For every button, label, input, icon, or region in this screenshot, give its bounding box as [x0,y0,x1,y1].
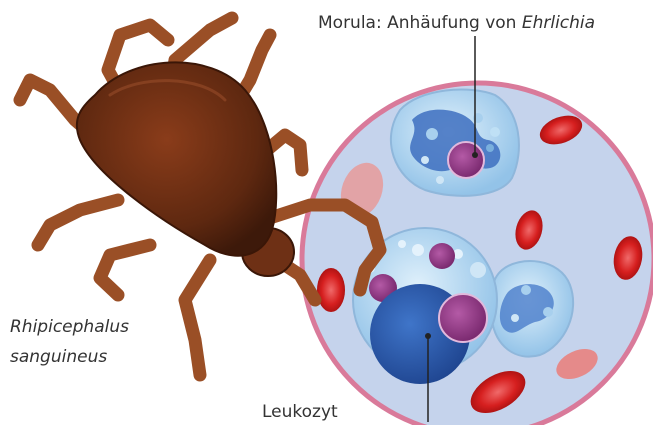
leukocyte-leader-dot [425,333,431,339]
species-label-epithet: sanguineus [10,346,129,368]
morula-leader-dot [472,152,478,158]
morula-label: Morula: Anhäufung von Ehrlichia [318,12,595,34]
morula-small [429,243,455,269]
leukocyte-label: Leukozyt [262,401,338,423]
morula-label-genus: Ehrlichia [522,13,595,33]
species-label: Rhipicephalus sanguineus [10,316,129,368]
tick-body [77,62,276,255]
leukocyte-upper [391,90,519,196]
blood-sample-circle [302,83,653,425]
species-label-genus: Rhipicephalus [10,316,129,338]
morula-label-prefix: Morula: Anhäufung von [318,13,522,33]
morula-right [439,294,487,342]
morula-upper [448,142,484,178]
